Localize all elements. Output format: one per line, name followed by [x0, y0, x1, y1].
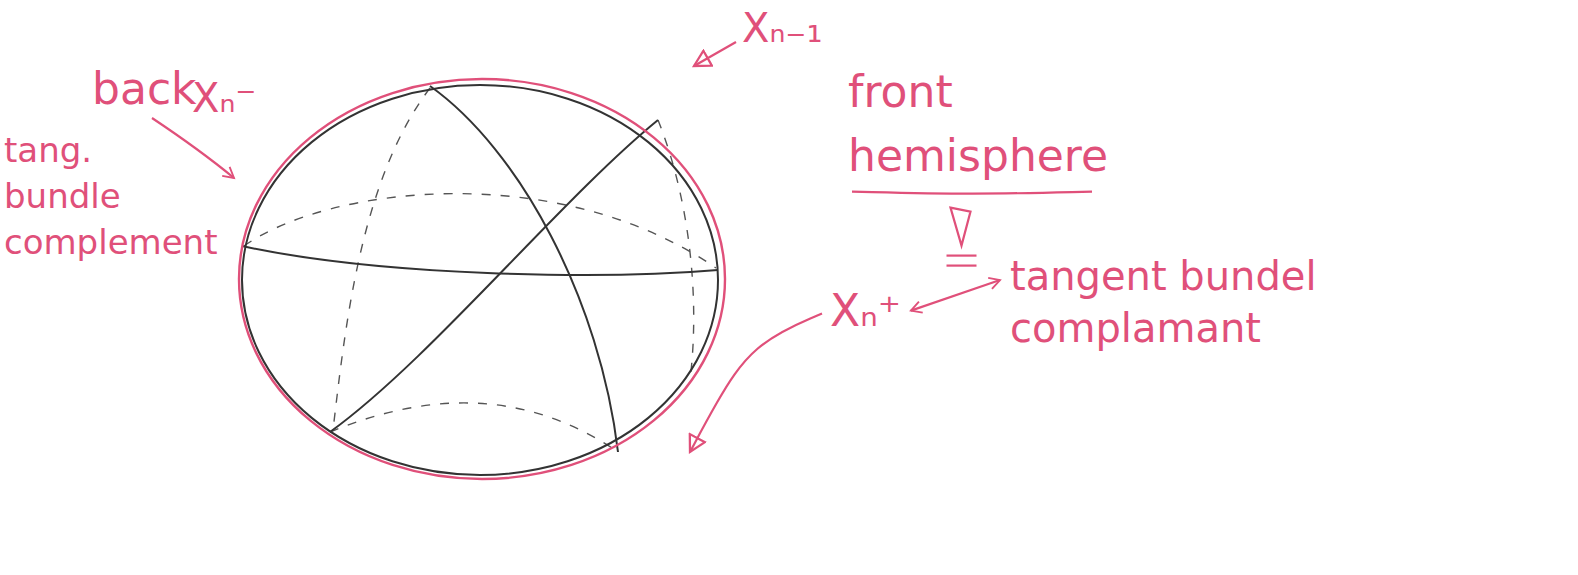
- annotation-label: Xₙ⁻: [192, 72, 256, 124]
- hidden-great-circles: [244, 88, 716, 452]
- annotation-label: tang. bundle complement: [4, 128, 214, 266]
- annotation-label: front hemisphere: [848, 60, 1098, 188]
- annotation-label: Xₙ⁺: [830, 282, 901, 339]
- down-arrow: [951, 208, 971, 246]
- underline: [852, 192, 1092, 194]
- annotation-label: tangent bundel complamant: [1010, 250, 1390, 354]
- great-circles: [242, 85, 718, 475]
- double-underline: [947, 254, 977, 256]
- leader-arrow: [690, 313, 822, 452]
- sphere-outline: [239, 79, 725, 479]
- leader-arrows: [152, 42, 736, 178]
- annotation-label: back: [92, 60, 197, 117]
- annotation-label: Xₙ₋₁: [742, 2, 823, 54]
- double-underline: [947, 264, 977, 266]
- double-arrow: [911, 280, 1000, 311]
